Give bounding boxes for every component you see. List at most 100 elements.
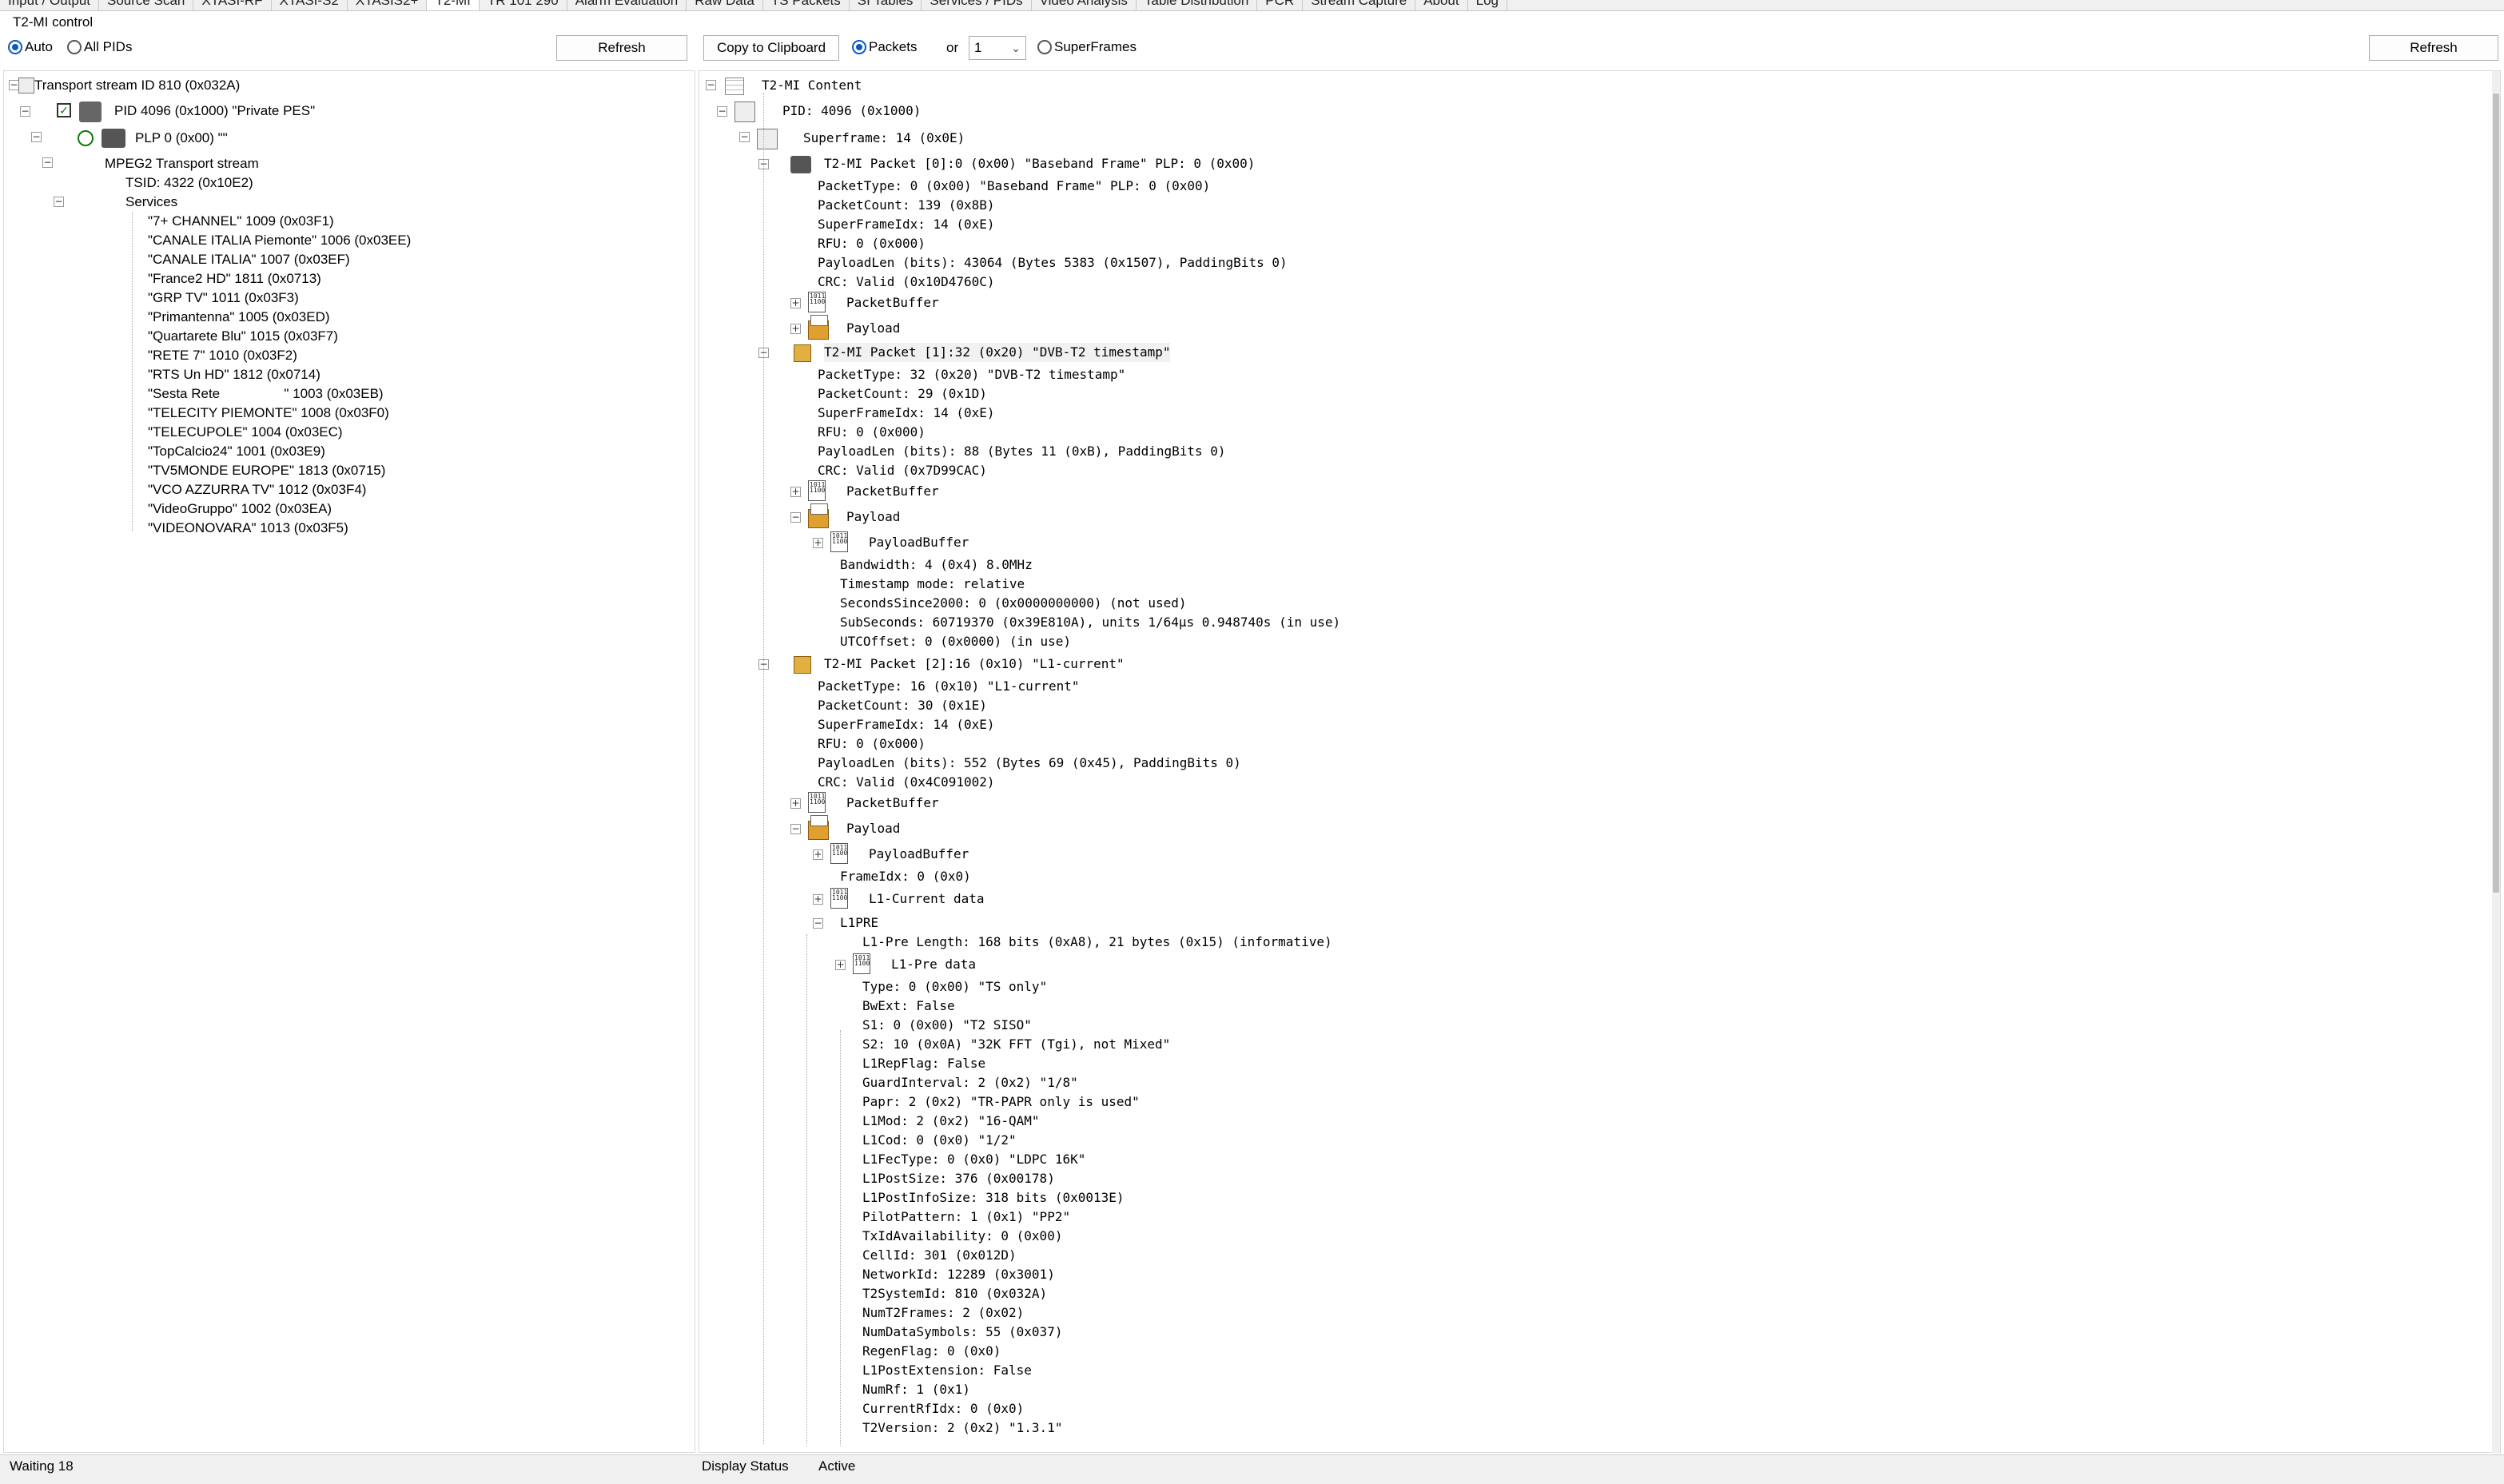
expand-l1pre-data-icon[interactable]: + <box>835 959 846 970</box>
packet-field[interactable]: RFU: 0 (0x000) <box>818 736 926 751</box>
expand-packet-buffer-icon[interactable]: + <box>790 486 801 497</box>
packet-field[interactable]: CRC: Valid (0x7D99CAC) <box>818 463 987 478</box>
service-item[interactable]: "RETE 7" 1010 (0x03F2) <box>148 348 297 363</box>
l1pre-field[interactable]: GuardInterval: 2 (0x2) "1/8" <box>862 1075 1078 1090</box>
refresh-button-right[interactable]: Refresh <box>2369 35 2498 61</box>
l1pre-label[interactable]: L1PRE <box>840 915 879 930</box>
auto-radio[interactable]: Auto <box>8 38 53 55</box>
tab-pcr[interactable]: PCR <box>1257 0 1304 10</box>
collapse-services-icon[interactable]: − <box>54 196 64 207</box>
right-tree-panel[interactable]: − T2-MI Content − PID: 4096 (0x1000) − Superf… <box>699 70 2501 1454</box>
expand-payload-buffer-icon[interactable]: + <box>813 849 823 860</box>
l1pre-field[interactable]: PilotPattern: 1 (0x1) "PP2" <box>862 1209 1071 1224</box>
tab-raw-data[interactable]: Raw Data <box>687 0 763 10</box>
collapse-l1pre-icon[interactable]: − <box>813 917 823 929</box>
scrollbar-thumb[interactable] <box>2493 93 2499 893</box>
l1pre-field[interactable]: NumT2Frames: 2 (0x02) <box>862 1305 1025 1320</box>
packet-field[interactable]: PayloadLen (bits): 88 (Bytes 11 (0xB), P… <box>818 444 1226 459</box>
l1pre-field[interactable]: L1PostExtension: False <box>862 1363 1032 1378</box>
tree-mpeg-label[interactable]: MPEG2 Transport stream <box>105 156 259 171</box>
packet-field[interactable]: CRC: Valid (0x10D4760C) <box>818 274 995 289</box>
l1pre-field[interactable]: NumDataSymbols: 55 (0x037) <box>862 1324 1063 1339</box>
copy-to-clipboard-button[interactable]: Copy to Clipboard <box>703 35 839 61</box>
l1pre-field[interactable]: L1FecType: 0 (0x0) "LDPC 16K" <box>862 1152 1086 1167</box>
tree-pid-label[interactable]: PID 4096 (0x1000) "Private PES" <box>114 103 316 118</box>
toggle-payload-icon[interactable]: − <box>790 511 801 523</box>
collapse-plp-icon[interactable]: − <box>31 131 42 142</box>
packet-field[interactable]: PacketCount: 30 (0x1E) <box>818 698 987 713</box>
packet-field[interactable]: PacketType: 0 (0x00) "Baseband Frame" PL… <box>818 178 1211 193</box>
payload-label[interactable]: Payload <box>846 320 901 336</box>
expand-payload-buffer-icon[interactable]: + <box>813 537 823 548</box>
packet-buffer-label[interactable]: PacketBuffer <box>846 295 939 310</box>
all-pids-radio[interactable]: All PIDs <box>67 38 132 55</box>
l1pre-field[interactable]: T2SystemId: 810 (0x032A) <box>862 1286 1048 1301</box>
service-item[interactable]: "VIDEONOVARA" 1013 (0x03F5) <box>148 520 348 535</box>
tab-input-output[interactable]: Input / Output <box>0 0 100 10</box>
packet-field[interactable]: PacketCount: 139 (0x8B) <box>818 197 995 213</box>
tree-root-label[interactable]: Transport stream ID 810 (0x032A) <box>34 78 241 93</box>
tree-plp-label[interactable]: PLP 0 (0x00) "" <box>135 130 228 145</box>
content-root-label[interactable]: T2-MI Content <box>762 78 862 93</box>
packet-title[interactable]: T2-MI Packet [2]:16 (0x10) "L1-current" <box>824 656 1125 671</box>
count-select[interactable]: 1 ⌄ <box>969 36 1026 60</box>
packet-field[interactable]: PayloadLen (bits): 552 (Bytes 69 (0x45),… <box>818 755 1241 770</box>
packet-field[interactable]: SuperFrameIdx: 14 (0xE) <box>818 217 995 232</box>
collapse-content-icon[interactable]: − <box>706 79 716 90</box>
packet-buffer-label[interactable]: PacketBuffer <box>846 483 939 499</box>
content-superframe-label[interactable]: Superframe: 14 (0x0E) <box>803 130 965 145</box>
service-item[interactable]: "Primantenna" 1005 (0x03ED) <box>148 309 330 324</box>
payload-field[interactable]: Timestamp mode: relative <box>840 576 1025 591</box>
service-item[interactable]: "TV5MONDE EUROPE" 1813 (0x0715) <box>148 463 386 478</box>
service-item[interactable]: "Sesta Rete " 1003 (0x03EB) <box>148 386 384 401</box>
tab-table-distribution[interactable]: Table Distribution <box>1137 0 1258 10</box>
l1pre-field[interactable]: CellId: 301 (0x012D) <box>862 1247 1017 1263</box>
tree-services-label[interactable]: Services <box>125 194 178 209</box>
superframes-radio-dot[interactable] <box>1037 39 1052 54</box>
packet-title[interactable]: T2-MI Packet [1]:32 (0x20) "DVB-T2 times… <box>824 343 1171 362</box>
l1pre-field[interactable]: S2: 10 (0x0A) "32K FFT (Tgi), not Mixed" <box>862 1036 1171 1052</box>
l1pre-field[interactable]: L1PostSize: 376 (0x00178) <box>862 1171 1055 1186</box>
tab-xtasis2-[interactable]: XTASIS2+ <box>348 0 428 10</box>
payload-label[interactable]: Payload <box>846 821 901 836</box>
tab-si-tables[interactable]: SI Tables <box>850 0 922 10</box>
tab-xtasi-s2[interactable]: XTASI-S2 <box>272 0 348 10</box>
pid-checkbox[interactable]: ✓ <box>57 103 71 117</box>
service-item[interactable]: "7+ CHANNEL" 1009 (0x03F1) <box>148 213 334 229</box>
packet-field[interactable]: RFU: 0 (0x000) <box>818 424 926 440</box>
toggle-payload-icon[interactable]: − <box>790 823 801 834</box>
refresh-button-left[interactable]: Refresh <box>556 35 687 61</box>
l1pre-field[interactable]: BwExt: False <box>862 998 955 1013</box>
frame-idx-field[interactable]: FrameIdx: 0 (0x0) <box>840 869 971 884</box>
expand-packet-buffer-icon[interactable]: + <box>790 297 801 308</box>
service-item[interactable]: "VideoGruppo" 1002 (0x03EA) <box>148 501 332 516</box>
content-pid-label[interactable]: PID: 4096 (0x1000) <box>782 103 922 118</box>
packet-field[interactable]: CRC: Valid (0x4C091002) <box>818 774 995 790</box>
tab-video-analysis[interactable]: Video Analysis <box>1032 0 1137 10</box>
l1pre-field[interactable]: Papr: 2 (0x2) "TR-PAPR only is used" <box>862 1094 1140 1109</box>
payload-label[interactable]: Payload <box>846 509 901 524</box>
l1pre-field[interactable]: L1RepFlag: False <box>862 1056 986 1071</box>
service-item[interactable]: "VCO AZZURRA TV" 1012 (0x03F4) <box>148 482 367 497</box>
expand-l1current-icon[interactable]: + <box>813 893 823 905</box>
packet-title[interactable]: T2-MI Packet [0]:0 (0x00) "Baseband Fram… <box>824 156 1256 171</box>
l1pre-field[interactable]: T2Version: 2 (0x2) "1.3.1" <box>862 1420 1063 1435</box>
service-item[interactable]: "TopCalcio24" 1001 (0x03E9) <box>148 444 325 459</box>
l1pre-field[interactable]: TxIdAvailability: 0 (0x00) <box>862 1228 1063 1243</box>
expand-packet-buffer-icon[interactable]: + <box>790 798 801 809</box>
tab-alarm-evaluation[interactable]: Alarm Evaluation <box>567 0 687 10</box>
service-item[interactable]: "GRP TV" 1011 (0x03F3) <box>148 290 299 305</box>
packets-radio[interactable]: Packets <box>852 38 917 55</box>
vertical-scrollbar[interactable] <box>2492 71 2500 1454</box>
packet-field[interactable]: PayloadLen (bits): 43064 (Bytes 5383 (0x… <box>818 255 1288 270</box>
tree-tsid-label[interactable]: TSID: 4322 (0x10E2) <box>125 175 253 190</box>
l1-current-data-label[interactable]: L1-Current data <box>869 891 985 906</box>
tab-t2-mi[interactable]: T2-MI <box>427 0 480 10</box>
toggle-payload-icon[interactable]: + <box>790 323 801 334</box>
l1pre-field[interactable]: NumRf: 1 (0x1) <box>862 1382 970 1397</box>
packet-field[interactable]: PacketType: 32 (0x20) "DVB-T2 timestamp" <box>818 367 1126 382</box>
tab-source-scan[interactable]: Source Scan <box>99 0 194 10</box>
service-item[interactable]: "RTS Un HD" 1812 (0x0714) <box>148 367 320 382</box>
packets-radio-dot[interactable] <box>852 39 866 54</box>
payload-field[interactable]: SubSeconds: 60719370 (0x39E810A), units … <box>840 615 1341 630</box>
